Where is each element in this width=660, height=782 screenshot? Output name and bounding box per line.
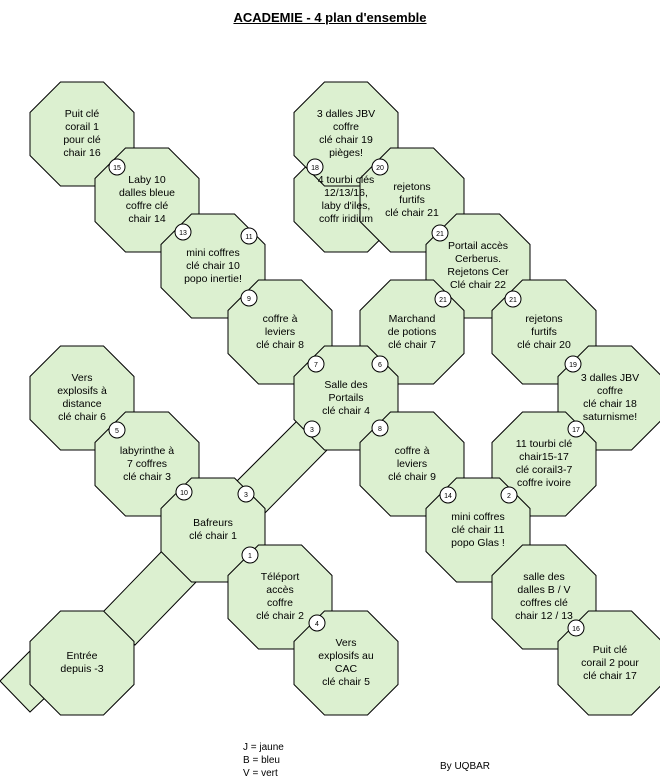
door-marker-8: 8 xyxy=(371,419,389,437)
door-circle xyxy=(308,614,326,632)
door-number: 11 xyxy=(245,234,252,241)
door-circle xyxy=(303,420,321,438)
room-r18 xyxy=(557,345,660,451)
door-marker-16: 16 xyxy=(567,619,585,637)
door-marker-20: 20 xyxy=(371,158,389,176)
door-circle xyxy=(108,421,126,439)
room-r16 xyxy=(557,610,660,716)
door-number: 5 xyxy=(115,428,119,435)
door-number: 6 xyxy=(378,362,382,369)
door-circle xyxy=(241,546,259,564)
door-marker-15: 15 xyxy=(108,158,126,176)
door-marker-9: 9 xyxy=(240,289,258,307)
door-number: 18 xyxy=(311,165,319,172)
door-circle xyxy=(564,355,582,373)
door-marker-17: 17 xyxy=(567,420,585,438)
door-marker-3: 3 xyxy=(303,420,321,438)
map-title: ACADEMIE - 4 plan d'ensemble xyxy=(233,10,427,25)
door-number: 7 xyxy=(314,362,318,369)
door-number: 21 xyxy=(436,231,444,238)
door-circle xyxy=(237,485,255,503)
door-number: 16 xyxy=(572,626,580,633)
door-number: 8 xyxy=(378,426,382,433)
door-marker-21: 21 xyxy=(431,224,449,242)
legend: J = jaune B = bleu V = vert xyxy=(243,741,284,780)
door-marker-2: 2 xyxy=(500,486,518,504)
door-circle xyxy=(504,290,522,308)
door-marker-14: 14 xyxy=(439,486,457,504)
door-circle xyxy=(567,619,585,637)
door-marker-11: 11 xyxy=(240,227,258,245)
legend-yellow: J = jaune xyxy=(243,742,284,753)
door-number: 1 xyxy=(248,553,252,560)
door-marker-3: 3 xyxy=(237,485,255,503)
door-circle xyxy=(175,483,193,501)
room-entry xyxy=(29,610,135,716)
door-circle xyxy=(240,289,258,307)
door-circle xyxy=(567,420,585,438)
door-circle xyxy=(174,223,192,241)
door-circle xyxy=(431,224,449,242)
door-circle xyxy=(108,158,126,176)
legend-green: V = vert xyxy=(243,768,278,779)
door-number: 2 xyxy=(507,493,511,500)
door-number: 9 xyxy=(247,296,251,303)
door-circle xyxy=(439,486,457,504)
door-marker-10: 10 xyxy=(175,483,193,501)
door-marker-18: 18 xyxy=(306,158,324,176)
door-circle xyxy=(500,486,518,504)
door-number: 19 xyxy=(569,362,577,369)
door-number: 10 xyxy=(180,490,188,497)
door-circle xyxy=(240,227,258,245)
door-circle xyxy=(371,355,389,373)
door-marker-4: 4 xyxy=(308,614,326,632)
door-circle xyxy=(307,355,325,373)
door-number: 20 xyxy=(376,165,384,172)
door-marker-21: 21 xyxy=(504,290,522,308)
door-circle xyxy=(371,419,389,437)
door-number: 21 xyxy=(509,297,517,304)
door-marker-13: 13 xyxy=(174,223,192,241)
door-number: 17 xyxy=(572,427,580,434)
door-marker-6: 6 xyxy=(371,355,389,373)
door-marker-7: 7 xyxy=(307,355,325,373)
author-credit: By UQBAR xyxy=(440,761,491,772)
door-number: 14 xyxy=(444,493,452,500)
door-number: 3 xyxy=(244,492,248,499)
door-marker-1: 1 xyxy=(241,546,259,564)
door-circle xyxy=(371,158,389,176)
door-number: 3 xyxy=(310,427,314,434)
door-marker-19: 19 xyxy=(564,355,582,373)
door-circle xyxy=(306,158,324,176)
door-circle xyxy=(434,290,452,308)
legend-blue: B = bleu xyxy=(243,755,280,766)
door-number: 21 xyxy=(439,297,447,304)
door-number: 13 xyxy=(179,230,187,237)
door-number: 15 xyxy=(113,165,121,172)
door-number: 4 xyxy=(315,621,319,628)
door-marker-21: 21 xyxy=(434,290,452,308)
room-r5 xyxy=(293,610,399,716)
door-marker-5: 5 xyxy=(108,421,126,439)
